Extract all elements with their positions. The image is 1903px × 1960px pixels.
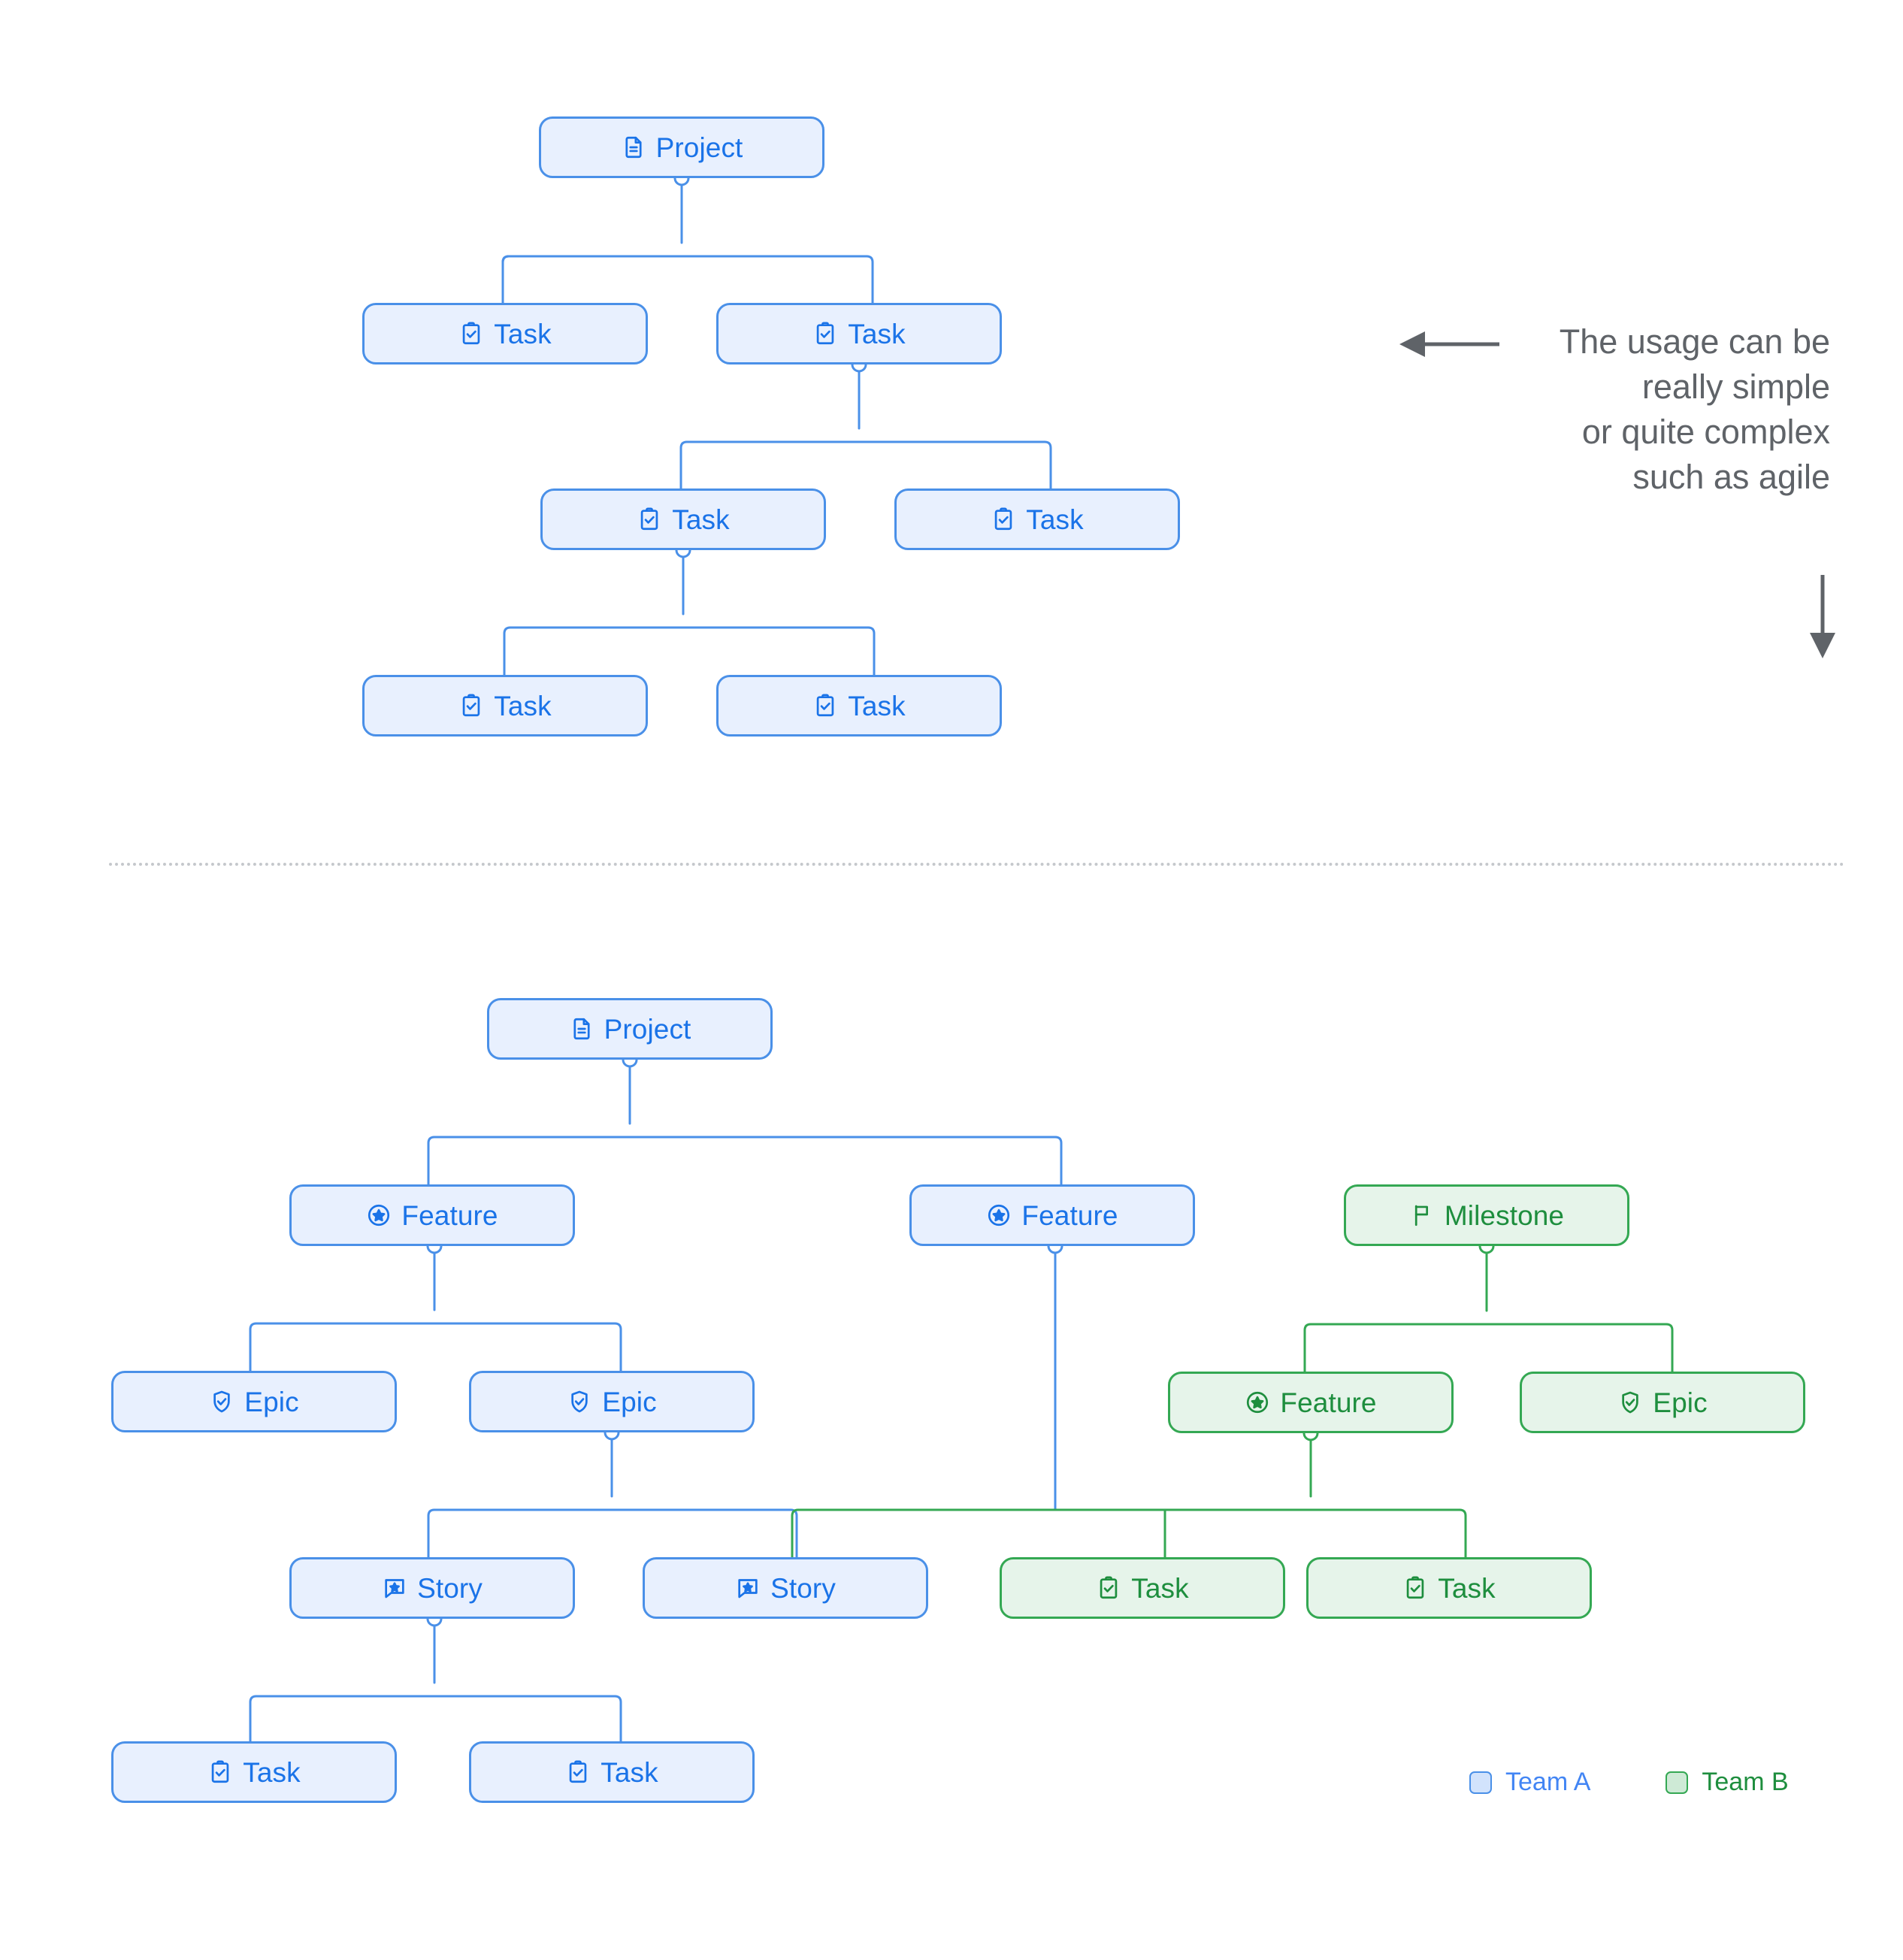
- node-label: Task: [672, 504, 730, 535]
- document-icon: [621, 135, 646, 160]
- node-b-story-2[interactable]: Story: [643, 1557, 928, 1619]
- node-task-4[interactable]: Task: [894, 488, 1180, 550]
- node-b-task-b1[interactable]: Task: [111, 1741, 397, 1803]
- clipboard-check-icon: [1402, 1575, 1428, 1601]
- arrow-left-head: [1399, 331, 1425, 357]
- annotation-line-4: such as agile: [1632, 457, 1830, 496]
- node-b-task-b2[interactable]: Task: [469, 1741, 755, 1803]
- legend-swatch-blue: [1469, 1771, 1492, 1794]
- node-label: Task: [848, 690, 906, 721]
- clipboard-check-icon: [207, 1759, 233, 1785]
- node-label: Feature: [401, 1199, 498, 1231]
- team-legend: Team A Team B: [1469, 1768, 1789, 1797]
- section-divider: [109, 863, 1845, 866]
- legend-swatch-green: [1666, 1771, 1689, 1794]
- shield-check-icon: [1617, 1390, 1643, 1415]
- wire-b-to-epic1: [249, 1322, 258, 1372]
- legend-item-team-a[interactable]: Team A: [1469, 1768, 1590, 1797]
- wire-b-to-taskb1: [249, 1695, 258, 1743]
- clipboard-check-icon: [1096, 1575, 1121, 1601]
- legend-item-team-b[interactable]: Team B: [1666, 1768, 1789, 1797]
- wire-b-to-task-g2: [1458, 1508, 1467, 1559]
- node-b-task-g1[interactable]: Task: [1000, 1557, 1285, 1619]
- node-label: Project: [655, 132, 743, 163]
- wire-b-green-left-drop: [791, 1508, 800, 1559]
- legend-label: Team B: [1702, 1768, 1789, 1796]
- node-b-epic-1[interactable]: Epic: [111, 1371, 397, 1432]
- node-label: Task: [1131, 1572, 1189, 1604]
- node-label: Epic: [602, 1386, 657, 1417]
- node-b-project[interactable]: Project: [487, 998, 773, 1060]
- wire-b-to-epic2: [613, 1322, 622, 1372]
- wire-to-task5: [503, 626, 512, 676]
- node-label: Task: [848, 318, 906, 349]
- node-label: Task: [1438, 1572, 1496, 1604]
- node-label: Task: [243, 1756, 301, 1788]
- node-b-epic-3[interactable]: Epic: [1520, 1372, 1805, 1433]
- star-circle-icon: [1245, 1390, 1270, 1415]
- node-task-2[interactable]: Task: [716, 303, 1002, 364]
- star-circle-icon: [366, 1202, 392, 1228]
- node-task-3[interactable]: Task: [540, 488, 826, 550]
- annotation-text: The usage can be really simple or quite …: [1496, 319, 1830, 499]
- clipboard-check-icon: [637, 507, 662, 532]
- node-label: Feature: [1280, 1387, 1377, 1418]
- node-label: Epic: [1653, 1387, 1708, 1418]
- clipboard-check-icon: [458, 693, 484, 718]
- node-label: Task: [1026, 504, 1084, 535]
- node-task-5[interactable]: Task: [362, 675, 648, 737]
- annotation-line-1: The usage can be: [1559, 322, 1830, 361]
- node-label: Story: [417, 1572, 483, 1604]
- wire-b-to-taskb2: [613, 1695, 622, 1743]
- star-circle-icon: [986, 1202, 1012, 1228]
- node-b-feature-2[interactable]: Feature: [909, 1184, 1195, 1246]
- wire-to-task1: [501, 255, 510, 304]
- node-label: Project: [604, 1013, 691, 1045]
- wire-b-to-feature3: [1303, 1323, 1312, 1373]
- node-label: Task: [494, 318, 552, 349]
- node-label: Story: [770, 1572, 836, 1604]
- wire-b-to-epic3: [1665, 1323, 1674, 1373]
- clipboard-check-icon: [991, 507, 1016, 532]
- wire-to-task3: [679, 440, 688, 490]
- annotation-line-2: really simple: [1641, 367, 1830, 406]
- node-task-6[interactable]: Task: [716, 675, 1002, 737]
- node-b-story-1[interactable]: Story: [289, 1557, 575, 1619]
- node-label: Feature: [1021, 1199, 1118, 1231]
- node-task-1[interactable]: Task: [362, 303, 648, 364]
- node-b-task-g2[interactable]: Task: [1306, 1557, 1592, 1619]
- comment-star-icon: [735, 1575, 761, 1601]
- wire-to-task6: [867, 626, 876, 676]
- clipboard-check-icon: [812, 693, 838, 718]
- flag-icon: [1409, 1202, 1435, 1228]
- wire-b-to-feature2: [1054, 1136, 1063, 1186]
- wire-b-to-story1: [427, 1508, 436, 1559]
- node-label: Epic: [244, 1386, 299, 1417]
- wire-corner-a: [501, 255, 510, 264]
- node-b-feature-1[interactable]: Feature: [289, 1184, 575, 1246]
- node-label: Task: [601, 1756, 658, 1788]
- comment-star-icon: [382, 1575, 407, 1601]
- document-icon: [569, 1016, 594, 1042]
- node-label: Milestone: [1444, 1199, 1565, 1231]
- node-b-milestone[interactable]: Milestone: [1344, 1184, 1629, 1246]
- clipboard-check-icon: [565, 1759, 591, 1785]
- wire-to-task4: [1043, 440, 1052, 490]
- legend-label: Team A: [1505, 1768, 1591, 1796]
- node-b-epic-2[interactable]: Epic: [469, 1371, 755, 1432]
- annotation-line-3: or quite complex: [1581, 412, 1830, 451]
- clipboard-check-icon: [458, 321, 484, 346]
- shield-check-icon: [209, 1389, 234, 1414]
- node-label: Task: [494, 690, 552, 721]
- clipboard-check-icon: [812, 321, 838, 346]
- wire-to-task2: [865, 255, 874, 304]
- node-project[interactable]: Project: [539, 116, 824, 178]
- wire-b-to-feature1: [427, 1136, 436, 1186]
- shield-check-icon: [567, 1389, 592, 1414]
- arrow-down-head: [1810, 633, 1835, 658]
- node-b-feature-3[interactable]: Feature: [1168, 1372, 1454, 1433]
- wire-b-to-story2: [789, 1508, 798, 1559]
